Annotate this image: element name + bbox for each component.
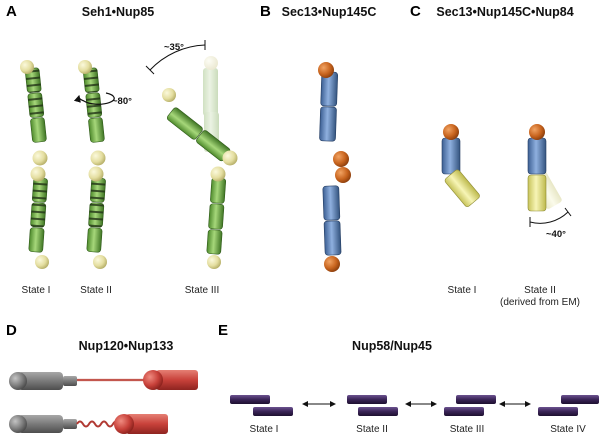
panel-letter-a: A (6, 3, 17, 20)
seh1-nup85-state-1 (20, 60, 49, 269)
panel-e-title: Nup58/Nup45 (352, 339, 432, 353)
panel-letter-b: B (260, 3, 271, 20)
bead (35, 255, 49, 269)
panel-e-state-2-label: State II (356, 424, 388, 435)
bend-angle-label-c: ~40° (546, 229, 566, 240)
nup58-nup45-state-2 (347, 395, 398, 416)
panel-d-title: Nup120•Nup133 (79, 339, 174, 353)
panel-letter-c: C (410, 3, 421, 20)
bead (210, 166, 226, 182)
bead (30, 166, 46, 182)
bead (333, 151, 349, 167)
rotation-angle-label: ~80° (112, 96, 132, 107)
seh1-nup85-state-2 (73, 60, 115, 269)
bead (20, 60, 34, 74)
bead (90, 150, 106, 166)
panel-c-state-2-note: (derived from EM) (500, 297, 580, 308)
bead (32, 150, 48, 166)
nup120-nup133-compact (9, 414, 168, 434)
panel-b-title: Sec13•Nup145C (282, 5, 377, 19)
bead (443, 124, 459, 140)
panel-e-state-4-label: State IV (550, 424, 586, 435)
panel-a-title: Seh1•Nup85 (82, 5, 155, 19)
panel-a-state-1-label: State I (22, 285, 51, 296)
bead (207, 255, 221, 269)
panel-a-state-2-label: State II (80, 285, 112, 296)
bend-angle-arc-icon (145, 40, 206, 75)
bead (222, 150, 238, 166)
bend-angle-arc-icon (529, 207, 572, 227)
rotation-arrow-icon (73, 92, 115, 105)
bead (318, 62, 334, 78)
panel-letter-d: D (6, 322, 17, 339)
sec13-nup145c-model (318, 62, 351, 272)
sec13-nup145c-nup84-state-1 (441, 124, 480, 207)
seh1-nup85-state-3 (145, 40, 238, 269)
bead (324, 256, 340, 272)
nup58-nup45-state-3 (444, 395, 496, 416)
bend-angle-label-a: ~35° (164, 42, 184, 53)
bead (93, 255, 107, 269)
bead (78, 60, 92, 74)
panel-letter-e: E (218, 322, 228, 339)
bead (529, 124, 545, 140)
panel-a-state-3-label: State III (185, 285, 219, 296)
bead (335, 167, 351, 183)
panel-c-title: Sec13•Nup145C•Nup84 (436, 5, 573, 19)
nup120-nup133-extended (9, 370, 198, 390)
bead (162, 88, 176, 102)
nup58-nup45-state-4 (538, 395, 599, 416)
panel-e-state-3-label: State III (450, 424, 484, 435)
sec13-nup145c-nup84-state-2 (527, 124, 572, 227)
panel-c-state-1-label: State I (448, 285, 477, 296)
panel-c-state-2-label: State II (524, 285, 556, 296)
nup58-nup45-state-1 (230, 395, 293, 416)
panel-e-state-1-label: State I (250, 424, 279, 435)
bead (88, 166, 104, 182)
